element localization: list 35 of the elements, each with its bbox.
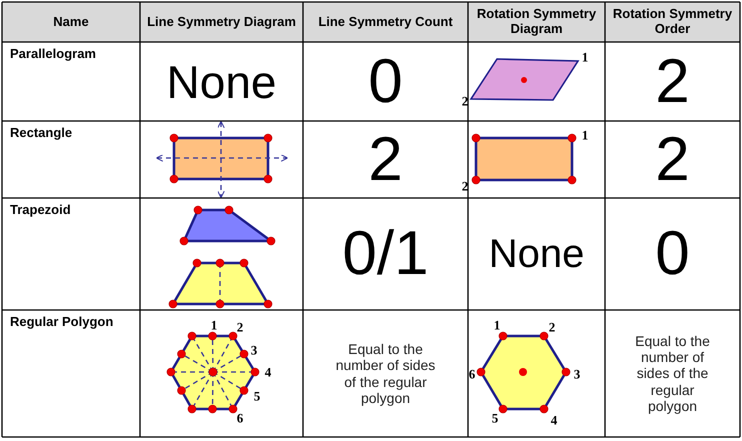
vertex-number: 1 xyxy=(582,128,588,142)
none-text: None xyxy=(166,54,278,110)
vertex-number: 2 xyxy=(462,180,468,192)
column-header: Rotation Symmetry Diagram xyxy=(476,5,598,38)
vertex-number: 4 xyxy=(264,366,272,378)
shape-name: Rectangle xyxy=(9,124,74,142)
shape-name: Regular Polygon xyxy=(9,313,114,331)
vertex-number: 2 xyxy=(548,320,556,334)
vertex-number: 4 xyxy=(550,414,558,426)
vertex-number: 2 xyxy=(462,94,468,108)
vertex-number: 5 xyxy=(492,412,498,424)
count-value: 0 xyxy=(367,46,404,118)
order-value: 2 xyxy=(654,46,691,118)
vertex-number: 1 xyxy=(494,318,500,332)
count-value: 0/1 xyxy=(341,218,430,290)
shape-name: Trapezoid xyxy=(9,201,72,219)
column-header: Line Symmetry Diagram xyxy=(146,12,297,31)
vertex-number: 1 xyxy=(210,318,218,332)
order-value: 2 xyxy=(654,124,691,196)
vertex-number: 1 xyxy=(582,50,588,64)
count-value: 2 xyxy=(367,124,404,196)
description-text: Equal to the number of sides of the regular polygon xyxy=(634,332,711,416)
none-text: None xyxy=(488,231,586,278)
column-header: Name xyxy=(52,12,90,31)
vertex-number: 3 xyxy=(574,368,580,380)
column-header: Line Symmetry Count xyxy=(317,12,454,31)
description-text: Equal to the number of sides of the regular polygon xyxy=(334,340,436,408)
vertex-number: 2 xyxy=(236,320,244,334)
order-value: 0 xyxy=(654,218,691,290)
vertex-number: 5 xyxy=(254,390,260,402)
vertex-number: 3 xyxy=(250,344,258,356)
vertex-number: 6 xyxy=(236,412,244,424)
shape-name: Parallelogram xyxy=(9,45,97,63)
column-header: Rotation Symmetry Order xyxy=(612,5,734,38)
vertex-number: 6 xyxy=(468,368,476,380)
